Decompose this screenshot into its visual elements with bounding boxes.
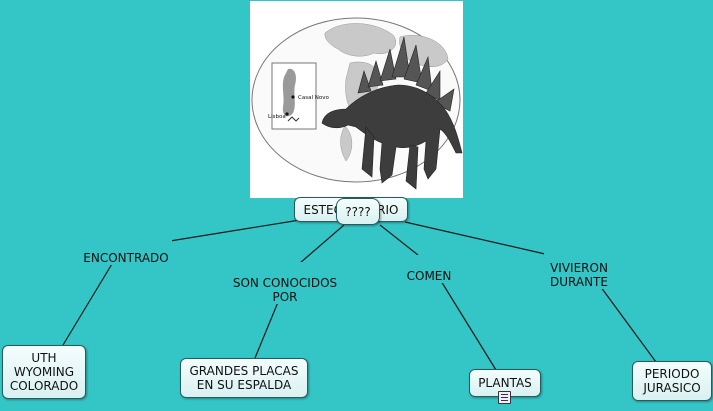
stegosaurus-image[interactable]: Casal Novo Lisboa	[250, 1, 463, 198]
map-label-casal-novo: Casal Novo	[298, 95, 329, 101]
link-label-encontrado[interactable]: ENCONTRADO	[80, 237, 172, 265]
line-root-conocidos	[299, 224, 345, 264]
back-plates	[357, 36, 455, 112]
line-encontrado-uth	[62, 253, 119, 346]
line-comen-plantas	[432, 267, 497, 371]
concept-node-grandes-placas[interactable]: GRANDES PLACAS EN SU ESPALDA	[180, 358, 308, 398]
map-label-lisboa: Lisboa	[268, 114, 286, 120]
line-root-comen	[379, 224, 419, 256]
line-vivieron-periodo	[591, 274, 657, 363]
document-icon[interactable]	[498, 391, 511, 404]
link-label-son-conocidos-por[interactable]: SON CONOCIDOS POR	[228, 262, 342, 304]
concept-node-periodo-jurasico[interactable]: PERIODO JURASICO	[632, 361, 712, 401]
stegosaurus-figure	[321, 36, 463, 190]
map-and-dinosaur-illustration: Casal Novo Lisboa	[251, 17, 463, 190]
link-label-comen[interactable]: COMEN	[404, 255, 454, 283]
tooltip-label: ????	[345, 204, 371, 219]
line-root-encontrado	[169, 219, 301, 242]
portugal-inset-map	[271, 62, 317, 130]
line-root-vivieron	[404, 221, 546, 255]
tooltip-badge[interactable]: ????	[336, 198, 380, 225]
concept-node-plantas[interactable]: PLANTAS	[469, 369, 541, 397]
link-label-vivieron-durante[interactable]: VIVIERON DURANTE	[544, 247, 614, 289]
concept-node-uth-wyoming-colorado[interactable]: UTH WYOMING COLORADO	[2, 345, 86, 399]
